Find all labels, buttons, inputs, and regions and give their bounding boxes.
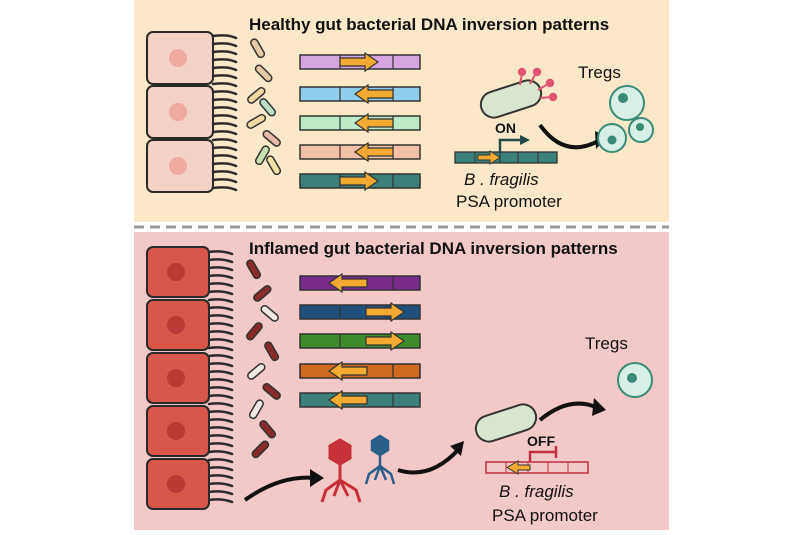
healthy-promoter-label: PSA promoter [456, 192, 562, 211]
epithelial-cell-icon [146, 458, 210, 510]
epithelial-cell-icon [146, 246, 210, 298]
promoter-segment-inflamed [485, 446, 589, 475]
bacteria-icon [247, 362, 266, 380]
dna-segment-icon [299, 360, 421, 382]
bacteria-icon [245, 322, 263, 341]
bacteria-icon [259, 420, 277, 439]
bacteria-icon [254, 145, 270, 166]
dna-segment-icon [299, 141, 421, 163]
dna-segment-icon [299, 272, 421, 294]
bacteria-icon [247, 86, 266, 104]
microvilli-healthy [211, 34, 238, 192]
inflamed-species-label: B . fragilis [499, 482, 574, 501]
bacteria-icon [259, 98, 277, 117]
promoter-arrow-icon [498, 138, 522, 152]
bacteria-icon [250, 38, 266, 59]
curved-arrow-icon [243, 475, 316, 502]
curved-arrow-icon [538, 401, 599, 422]
bacteria-healthy [246, 38, 282, 176]
epithelial-cell-icon [146, 405, 210, 457]
t-reg-cell-icon [597, 123, 627, 153]
dna-segment-icon [299, 112, 421, 134]
bacteria-icon [266, 155, 282, 176]
promoter-segment-healthy [454, 135, 558, 165]
inflamed-promoter-label: PSA promoter [492, 506, 598, 525]
bacteria-icon [264, 341, 280, 362]
bacteria-icon [251, 440, 270, 459]
off-label: OFF [527, 433, 555, 449]
healthy-species-label: B . fragilis [464, 170, 539, 189]
epithelial-cell-icon [146, 352, 210, 404]
psa-capsule-icon [517, 67, 558, 102]
bacteria-icon [260, 304, 279, 322]
bacteriophage-icon [364, 434, 396, 485]
promoter-arrow-icon [528, 450, 556, 462]
epithelial-cell-icon [146, 139, 214, 193]
epithelial-cell-icon [146, 85, 214, 139]
healthy-title: Healthy gut bacterial DNA inversion patt… [249, 15, 610, 34]
healthy-epithelium [146, 31, 238, 193]
curved-arrow-icon [397, 448, 460, 475]
bacteria-icon [262, 382, 281, 400]
curved-arrow-icon [538, 123, 601, 150]
bacteria-icon [254, 64, 273, 83]
epithelial-cell-icon [146, 299, 210, 351]
t-reg-cell-icon [628, 117, 654, 143]
dna-segment-icon [299, 389, 421, 411]
dna-segment-icon [299, 83, 421, 105]
on-label: ON [495, 120, 516, 136]
healthy-tregs-label: Tregs [578, 63, 621, 82]
dna-segments-inflamed [299, 272, 421, 411]
dna-segment-icon [299, 51, 421, 73]
dna-segment-icon [299, 170, 421, 192]
bacteria-inflamed [245, 259, 281, 459]
bacteriophage-icon [320, 438, 362, 503]
b-fragilis-healthy [479, 67, 558, 119]
t-reg-cell-icon [609, 85, 645, 121]
t-reg-cell-icon [617, 362, 653, 398]
bacteria-icon [253, 284, 272, 302]
inflamed-tregs-label: Tregs [585, 334, 628, 353]
bacteria-icon [246, 259, 262, 280]
bacteria-icon [262, 129, 281, 147]
bacteria-icon [248, 399, 264, 420]
inflamed-title: Inflamed gut bacterial DNA inversion pat… [249, 239, 618, 258]
epithelial-cell-icon [146, 31, 214, 85]
bacteria-icon [246, 113, 267, 129]
bacteria-icon [474, 403, 538, 443]
inflamed-epithelium [146, 246, 234, 510]
dna-segment-icon [299, 330, 421, 352]
tregs-healthy [597, 85, 654, 153]
dna-segments-healthy [299, 51, 421, 192]
microvilli-inflamed [207, 250, 234, 504]
dna-segment-icon [299, 301, 421, 323]
panel-gap [134, 222, 669, 232]
